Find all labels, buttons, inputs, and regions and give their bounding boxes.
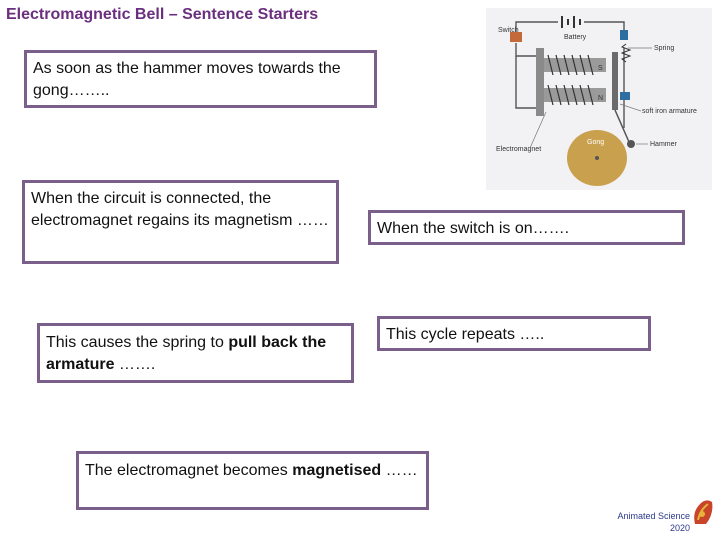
hammer-icon bbox=[627, 140, 635, 148]
sentence-text: This cycle repeats ….. bbox=[386, 326, 545, 343]
armature-mount-icon bbox=[620, 92, 630, 100]
sentence-text: When the circuit is connected, the elect… bbox=[31, 190, 329, 229]
pointer-line bbox=[529, 111, 547, 149]
sentence-text: The electromagnet becomes bbox=[85, 462, 293, 479]
animated-science-logo-icon bbox=[694, 500, 713, 524]
sentence-emphasis: magnetised bbox=[292, 462, 382, 479]
pole-s-label: S bbox=[598, 65, 603, 72]
coil-icon bbox=[547, 54, 594, 106]
sentence-box-circuit: When the circuit is connected, the elect… bbox=[22, 180, 339, 264]
label-armature: soft iron armature bbox=[642, 108, 697, 115]
sentence-box-magnetised: The electromagnet becomes magnetised …… bbox=[76, 451, 429, 510]
label-battery: Battery bbox=[564, 34, 587, 41]
label-gong: Gong bbox=[587, 139, 604, 146]
magnet-frame-icon bbox=[536, 48, 544, 116]
page-title: Electromagnetic Bell – Sentence Starters bbox=[6, 6, 319, 23]
sentence-box-cycle: This cycle repeats ….. bbox=[377, 316, 651, 351]
footer-brand: Animated Science bbox=[617, 511, 690, 521]
sentence-box-gong: As soon as the hammer moves towards the … bbox=[24, 50, 377, 108]
contact-screw-icon bbox=[620, 30, 628, 40]
spring-icon bbox=[620, 43, 632, 63]
bell-diagram-svg: S N Switch Battery Spring soft iron arma… bbox=[496, 16, 697, 186]
sentence-text: ……. bbox=[114, 356, 156, 373]
wire bbox=[515, 43, 538, 57]
battery-icon bbox=[561, 16, 581, 28]
sentence-text: As soon as the hammer moves towards the … bbox=[33, 60, 341, 99]
label-spring: Spring bbox=[654, 45, 674, 52]
electric-bell-diagram: S N Switch Battery Spring soft iron arma… bbox=[486, 8, 712, 190]
footer-credit: Animated Science 2020 bbox=[617, 510, 690, 534]
sentence-text: When the switch is on……. bbox=[377, 220, 570, 237]
gong-center bbox=[595, 156, 599, 160]
sentence-text: …… bbox=[381, 462, 418, 479]
footer-year: 2020 bbox=[669, 523, 690, 533]
sentence-box-switch: When the switch is on……. bbox=[368, 210, 685, 245]
pointer-line bbox=[619, 103, 642, 112]
sentence-emphasis: pull back the armature bbox=[46, 334, 327, 373]
label-electromagnet: Electromagnet bbox=[496, 146, 541, 153]
hammer-arm bbox=[614, 109, 630, 143]
wire bbox=[584, 21, 625, 38]
pole-n-label: N bbox=[598, 95, 603, 102]
wire bbox=[515, 21, 558, 33]
label-switch: Switch bbox=[498, 27, 519, 34]
switch-icon bbox=[510, 32, 522, 42]
sentence-text: This causes the spring to bbox=[46, 334, 229, 351]
label-hammer: Hammer bbox=[650, 141, 678, 148]
sentence-box-spring: This causes the spring to pull back the … bbox=[37, 323, 354, 383]
wire bbox=[515, 56, 538, 109]
armature-icon bbox=[612, 52, 618, 110]
